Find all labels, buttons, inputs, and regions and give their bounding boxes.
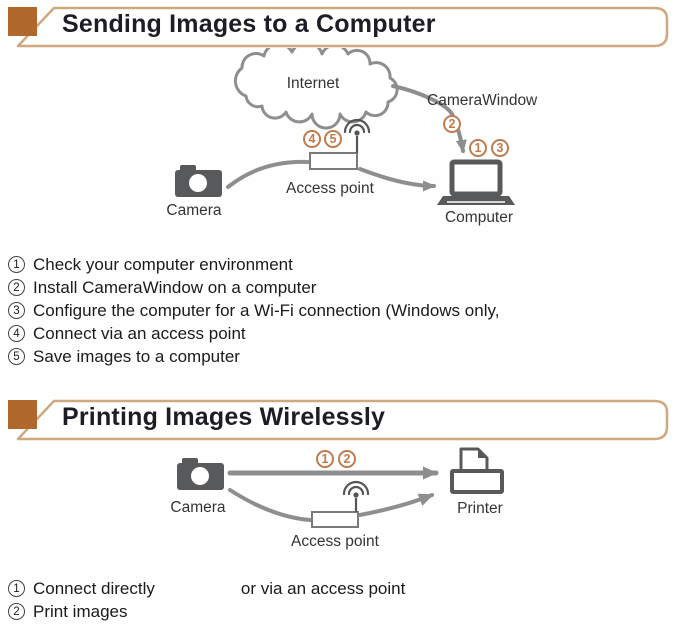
access-point-icon [309, 118, 371, 170]
print-steps-list: 1 Connect directly or via an access poin… [8, 577, 405, 623]
computer-icon [437, 159, 515, 205]
section2-header: Printing Images Wirelessly [4, 398, 671, 442]
step-item: 5 Save images to a computer [8, 345, 499, 368]
access-point-label: Access point [286, 180, 374, 197]
section-header-frame [8, 399, 669, 441]
step-number: 1 [8, 256, 25, 273]
step-text: Save images to a computer [33, 346, 240, 366]
step-text: Configure the computer for a Wi-Fi conne… [33, 300, 500, 320]
section-header-frame [8, 6, 669, 48]
step-number: 1 [8, 580, 25, 597]
computer-label: Computer [444, 209, 514, 226]
camera-label: Camera [166, 202, 222, 219]
step-number: 4 [8, 325, 25, 342]
step-item: 4 Connect via an access point [8, 322, 499, 345]
printer-label: Printer [457, 500, 503, 517]
step-number: 2 [8, 603, 25, 620]
step-marker-1: 1 [469, 139, 487, 157]
camera-icon [175, 165, 222, 197]
header-square-icon [8, 400, 37, 429]
section1-header: Sending Images to a Computer [4, 5, 671, 49]
step-number: 5 [8, 348, 25, 365]
step-marker-4: 4 [303, 130, 321, 148]
step-text-suffix: or via an access point [240, 578, 406, 598]
access-point-label: Access point [291, 533, 379, 550]
step-item: 1 Check your computer environment [8, 253, 499, 276]
camerawindow-label: CameraWindow [427, 92, 538, 109]
step-marker-5: 5 [324, 130, 342, 148]
step-number: 3 [8, 302, 25, 319]
accesspoint-to-computer-arrow [358, 167, 436, 192]
header-outline [16, 6, 669, 48]
step-marker-2: 2 [338, 450, 356, 468]
step-item: 1 Connect directly or via an access poin… [8, 577, 405, 600]
step-marker-1: 1 [316, 450, 334, 468]
step-item: 2 Print images [8, 600, 405, 623]
step-number: 2 [8, 279, 25, 296]
printer-icon [450, 447, 504, 494]
install-arrow [391, 84, 467, 153]
step-marker-3: 3 [491, 139, 509, 157]
camera-icon [177, 458, 224, 490]
step-item: 2 Install CameraWindow on a computer [8, 276, 499, 299]
step-item: 3 Configure the computer for a Wi-Fi con… [8, 299, 499, 322]
print-wireless-diagram: Camera Printer Access point 1 2 [0, 445, 675, 573]
step-text: Connect directly [33, 578, 155, 598]
section1-title: Sending Images to a Computer [62, 10, 436, 38]
header-outline [16, 399, 669, 441]
step-marker-2: 2 [443, 115, 461, 133]
camera-label: Camera [170, 499, 226, 516]
send-to-computer-diagram: Internet CameraWindow Camera Access poin… [0, 48, 675, 248]
step-text: Check your computer environment [33, 254, 293, 274]
header-square-icon [8, 7, 37, 36]
step-text: Print images [33, 601, 128, 621]
internet-label: Internet [286, 75, 340, 92]
camera-to-accesspoint-line [226, 159, 310, 189]
send-steps-list: 1 Check your computer environment 2 Inst… [8, 253, 499, 368]
camera-to-accesspoint-line [228, 488, 312, 522]
step-text: Install CameraWindow on a computer [33, 277, 317, 297]
step-text: Connect via an access point [33, 323, 246, 343]
accesspoint-to-printer-arrow [358, 493, 434, 517]
internet-cloud [233, 48, 399, 130]
section2-title: Printing Images Wirelessly [62, 403, 386, 431]
access-point-icon [311, 480, 370, 528]
